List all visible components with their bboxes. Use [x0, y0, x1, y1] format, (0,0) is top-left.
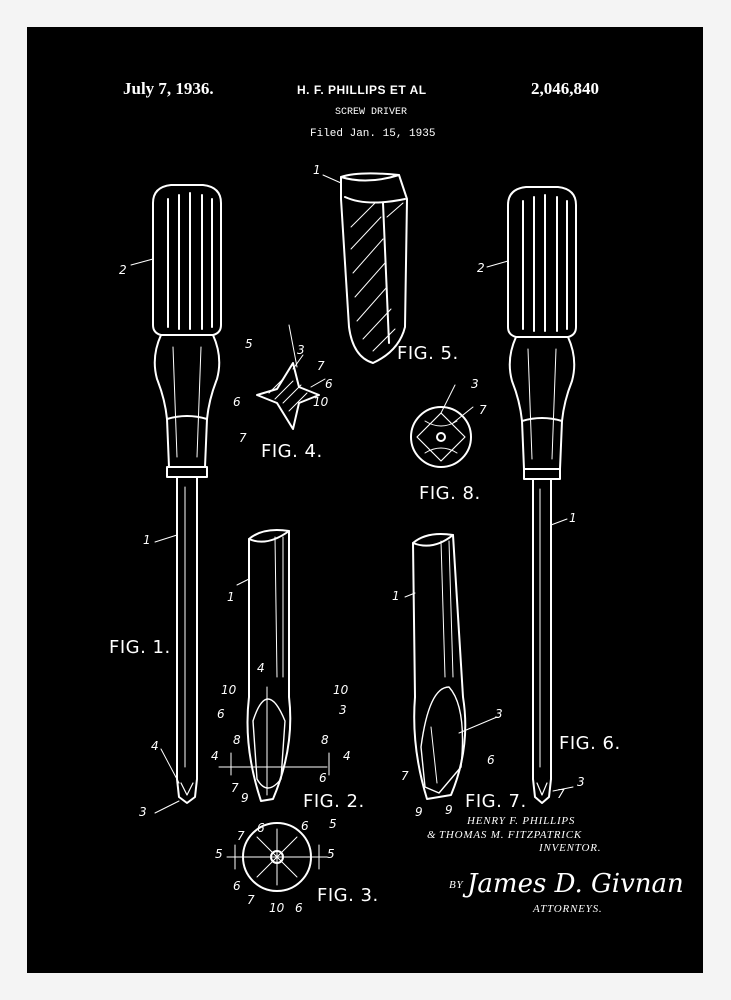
fig8-end-view-drawing — [410, 406, 472, 468]
ref-numeral: 9 — [241, 791, 249, 805]
ref-numeral: 7 — [479, 403, 487, 417]
ref-numeral: 1 — [227, 590, 235, 604]
fig6-screwdriver-drawing — [507, 186, 577, 804]
ref-numeral: 6 — [257, 821, 265, 835]
ref-numeral: 6 — [295, 901, 303, 915]
inventor-prefix: & — [427, 829, 437, 841]
ref-numeral: 9 — [445, 803, 453, 817]
fig2-tip-drawing — [218, 529, 330, 802]
ref-numeral: 6 — [217, 707, 225, 721]
ref-numeral: 4 — [211, 749, 219, 763]
inventor-line: H. F. PHILLIPS ET AL — [297, 83, 427, 97]
ref-numeral: 3 — [139, 805, 147, 819]
ref-numeral: 7 — [231, 781, 239, 795]
fig4-cross-section-drawing — [256, 362, 320, 430]
ref-numeral: 10 — [313, 395, 329, 409]
filed-date: Filed Jan. 15, 1935 — [310, 128, 436, 140]
ref-numeral: 3 — [577, 775, 585, 789]
ref-numeral: 5 — [329, 817, 337, 831]
signature-by: BY — [449, 879, 464, 891]
ref-numeral: 7 — [237, 829, 245, 843]
ref-numeral: 6 — [233, 395, 241, 409]
ref-numeral: 1 — [569, 511, 577, 525]
ref-numeral: 3 — [339, 703, 347, 717]
attorney-signature: James D. Givnan — [467, 869, 684, 899]
ref-numeral: 3 — [495, 707, 503, 721]
ref-numeral: 7 — [401, 769, 409, 783]
fig7-tip-drawing — [412, 533, 467, 800]
inventor-name-1: HENRY F. PHILLIPS — [467, 815, 576, 827]
attorney-role: ATTORNEYS. — [533, 903, 603, 915]
fig8-label: FIG. 8. — [419, 483, 481, 504]
fig2-label: FIG. 2. — [303, 791, 365, 812]
ref-numeral: 7 — [239, 431, 247, 445]
ref-numeral: 10 — [269, 901, 285, 915]
inventor-role: INVENTOR. — [539, 842, 602, 854]
ref-numeral: 6 — [319, 771, 327, 785]
patent-title: SCREW DRIVER — [335, 107, 408, 118]
fig7-label: FIG. 7. — [465, 791, 527, 812]
ref-numeral: 4 — [151, 739, 159, 753]
fig6-label: FIG. 6. — [559, 733, 621, 754]
ref-numeral: 6 — [325, 377, 333, 391]
inventor-name-2: THOMAS M. FITZPATRICK — [439, 829, 583, 841]
fig5-label: FIG. 5. — [397, 343, 459, 364]
fig5-tip-drawing — [340, 172, 408, 364]
ref-numeral: 1 — [143, 533, 151, 547]
patent-sheet: July 7, 1936. H. F. PHILLIPS ET AL SCREW… — [27, 27, 703, 973]
ref-numeral: 4 — [343, 749, 351, 763]
patent-drawing — [130, 172, 577, 892]
ref-numeral: 4 — [257, 661, 265, 675]
ref-numeral: 7 — [557, 787, 565, 801]
ref-numeral: 1 — [392, 589, 400, 603]
ref-numeral: 3 — [471, 377, 479, 391]
ref-numeral: 6 — [301, 819, 309, 833]
ref-numeral: 8 — [233, 733, 241, 747]
ref-numeral: 5 — [245, 337, 253, 351]
patent-date: July 7, 1936. — [123, 79, 214, 98]
ref-numeral: 8 — [321, 733, 329, 747]
ref-numeral: 2 — [119, 263, 127, 277]
ref-numeral: 6 — [233, 879, 241, 893]
ref-numeral: 10 — [333, 683, 349, 697]
fig3-end-view-drawing — [226, 822, 328, 892]
ref-numeral: 10 — [221, 683, 237, 697]
ref-numeral: 9 — [415, 805, 423, 819]
ref-numeral: 7 — [247, 893, 255, 907]
ref-numeral: 5 — [215, 847, 223, 861]
ref-numeral: 2 — [477, 261, 485, 275]
fig1-screwdriver-drawing — [152, 184, 222, 804]
fig3-label: FIG. 3. — [317, 885, 379, 906]
fig4-label: FIG. 4. — [261, 441, 323, 462]
ref-numeral: 1 — [313, 163, 321, 177]
ref-numeral: 6 — [487, 753, 495, 767]
fig1-label: FIG. 1. — [109, 637, 171, 658]
ref-numeral: 5 — [327, 847, 335, 861]
ref-numeral: 3 — [297, 343, 305, 357]
patent-number: 2,046,840 — [531, 79, 599, 98]
ref-numeral: 7 — [317, 359, 325, 373]
